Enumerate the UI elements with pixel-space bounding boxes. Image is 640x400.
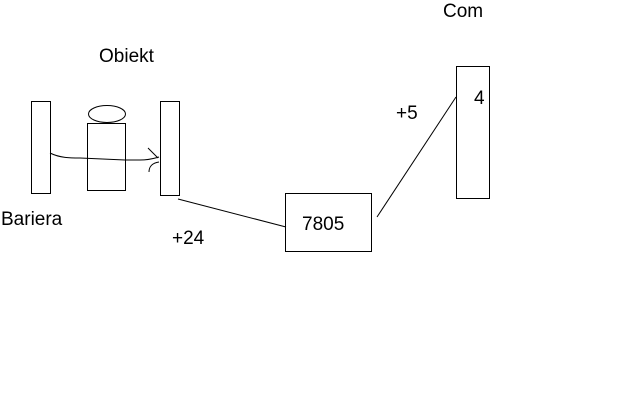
- supply-5-label: +5: [396, 103, 418, 124]
- beam-arrow-head: [147, 147, 159, 159]
- com-pin-label: 4: [474, 88, 485, 109]
- barrier-emitter: [31, 101, 51, 194]
- beam-line: [49, 152, 160, 161]
- regulator-label: 7805: [302, 214, 344, 235]
- barrier-receiver: [160, 101, 180, 196]
- com-connector: [456, 66, 490, 199]
- wire-5v: [376, 96, 457, 218]
- object-label: Obiekt: [99, 46, 155, 67]
- object-top: [88, 105, 126, 123]
- wire-24v: [177, 198, 287, 228]
- regulator-box: [285, 193, 372, 252]
- supply-24-label: +24: [172, 228, 205, 249]
- beam-arrow-tail: [148, 161, 160, 173]
- object-body: [87, 123, 126, 191]
- com-label: Com: [443, 1, 483, 22]
- barrier-label: Bariera: [1, 209, 63, 230]
